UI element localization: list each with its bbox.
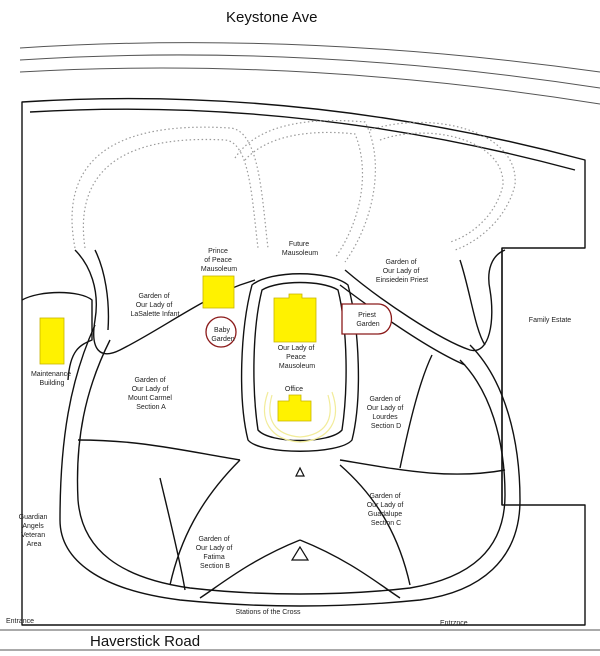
label-office: Office (285, 386, 303, 393)
maintenance-building[interactable] (39, 317, 65, 365)
future-path-network (71, 119, 516, 263)
label-lasalette: Garden of Our Lady of LaSalette Infant (130, 293, 179, 318)
label-mount-carmel: Garden of Our Lady of Mount Carmel Secti… (128, 377, 174, 411)
entrance-triangle-center (290, 545, 310, 561)
keystone-ave-road (19, 42, 600, 105)
label-baby-garden: Baby Garden (211, 327, 234, 343)
label-family-estate: Family Estate (529, 317, 572, 324)
label-entrance-left: Entrance (6, 618, 34, 625)
label-entrance-right: Entrznce (440, 620, 468, 627)
maintenance-drive (21, 291, 93, 381)
entrance-triangle-upper (295, 466, 305, 477)
priest-garden-ring (341, 303, 392, 335)
road-network (59, 249, 521, 607)
prince-of-peace-mausoleum[interactable] (202, 275, 235, 309)
label-prince-of-peace: Prince of Peace Mausoleum (201, 248, 237, 273)
label-stations-of-the-cross: Stations of the Cross (236, 609, 301, 616)
label-our-lady-of-peace: Our Lady of Peace Mausoleum (278, 345, 317, 370)
label-lourdes: Garden of Our Lady of Lourdes Section D (367, 396, 406, 430)
street-haverstick-road: Haverstick Road (90, 633, 200, 650)
baby-garden-ring (205, 316, 237, 348)
label-guardian-angels: Guardian Angels Veteran Area (19, 514, 50, 548)
office-building[interactable] (277, 394, 312, 422)
label-einsiedein: Garden of Our Lady of Einsiedein Priest (376, 259, 428, 284)
central-plaza (240, 273, 360, 452)
label-priest-garden: Priest Garden (356, 312, 379, 328)
property-boundary (21, 97, 586, 626)
street-keystone-ave: Keystone Ave (226, 9, 317, 26)
our-lady-of-peace-mausoleum[interactable] (273, 293, 317, 343)
label-future-mausoleum: Future Mausoleum (282, 241, 318, 257)
property-inner-boundary (29, 108, 576, 171)
label-maintenance: Maintenance Building (31, 371, 73, 387)
label-guadalupe: Garden of Our Lady of Guadalupe Section … (367, 493, 406, 527)
label-fatima: Garden of Our Lady of Fatima Section B (196, 536, 235, 570)
